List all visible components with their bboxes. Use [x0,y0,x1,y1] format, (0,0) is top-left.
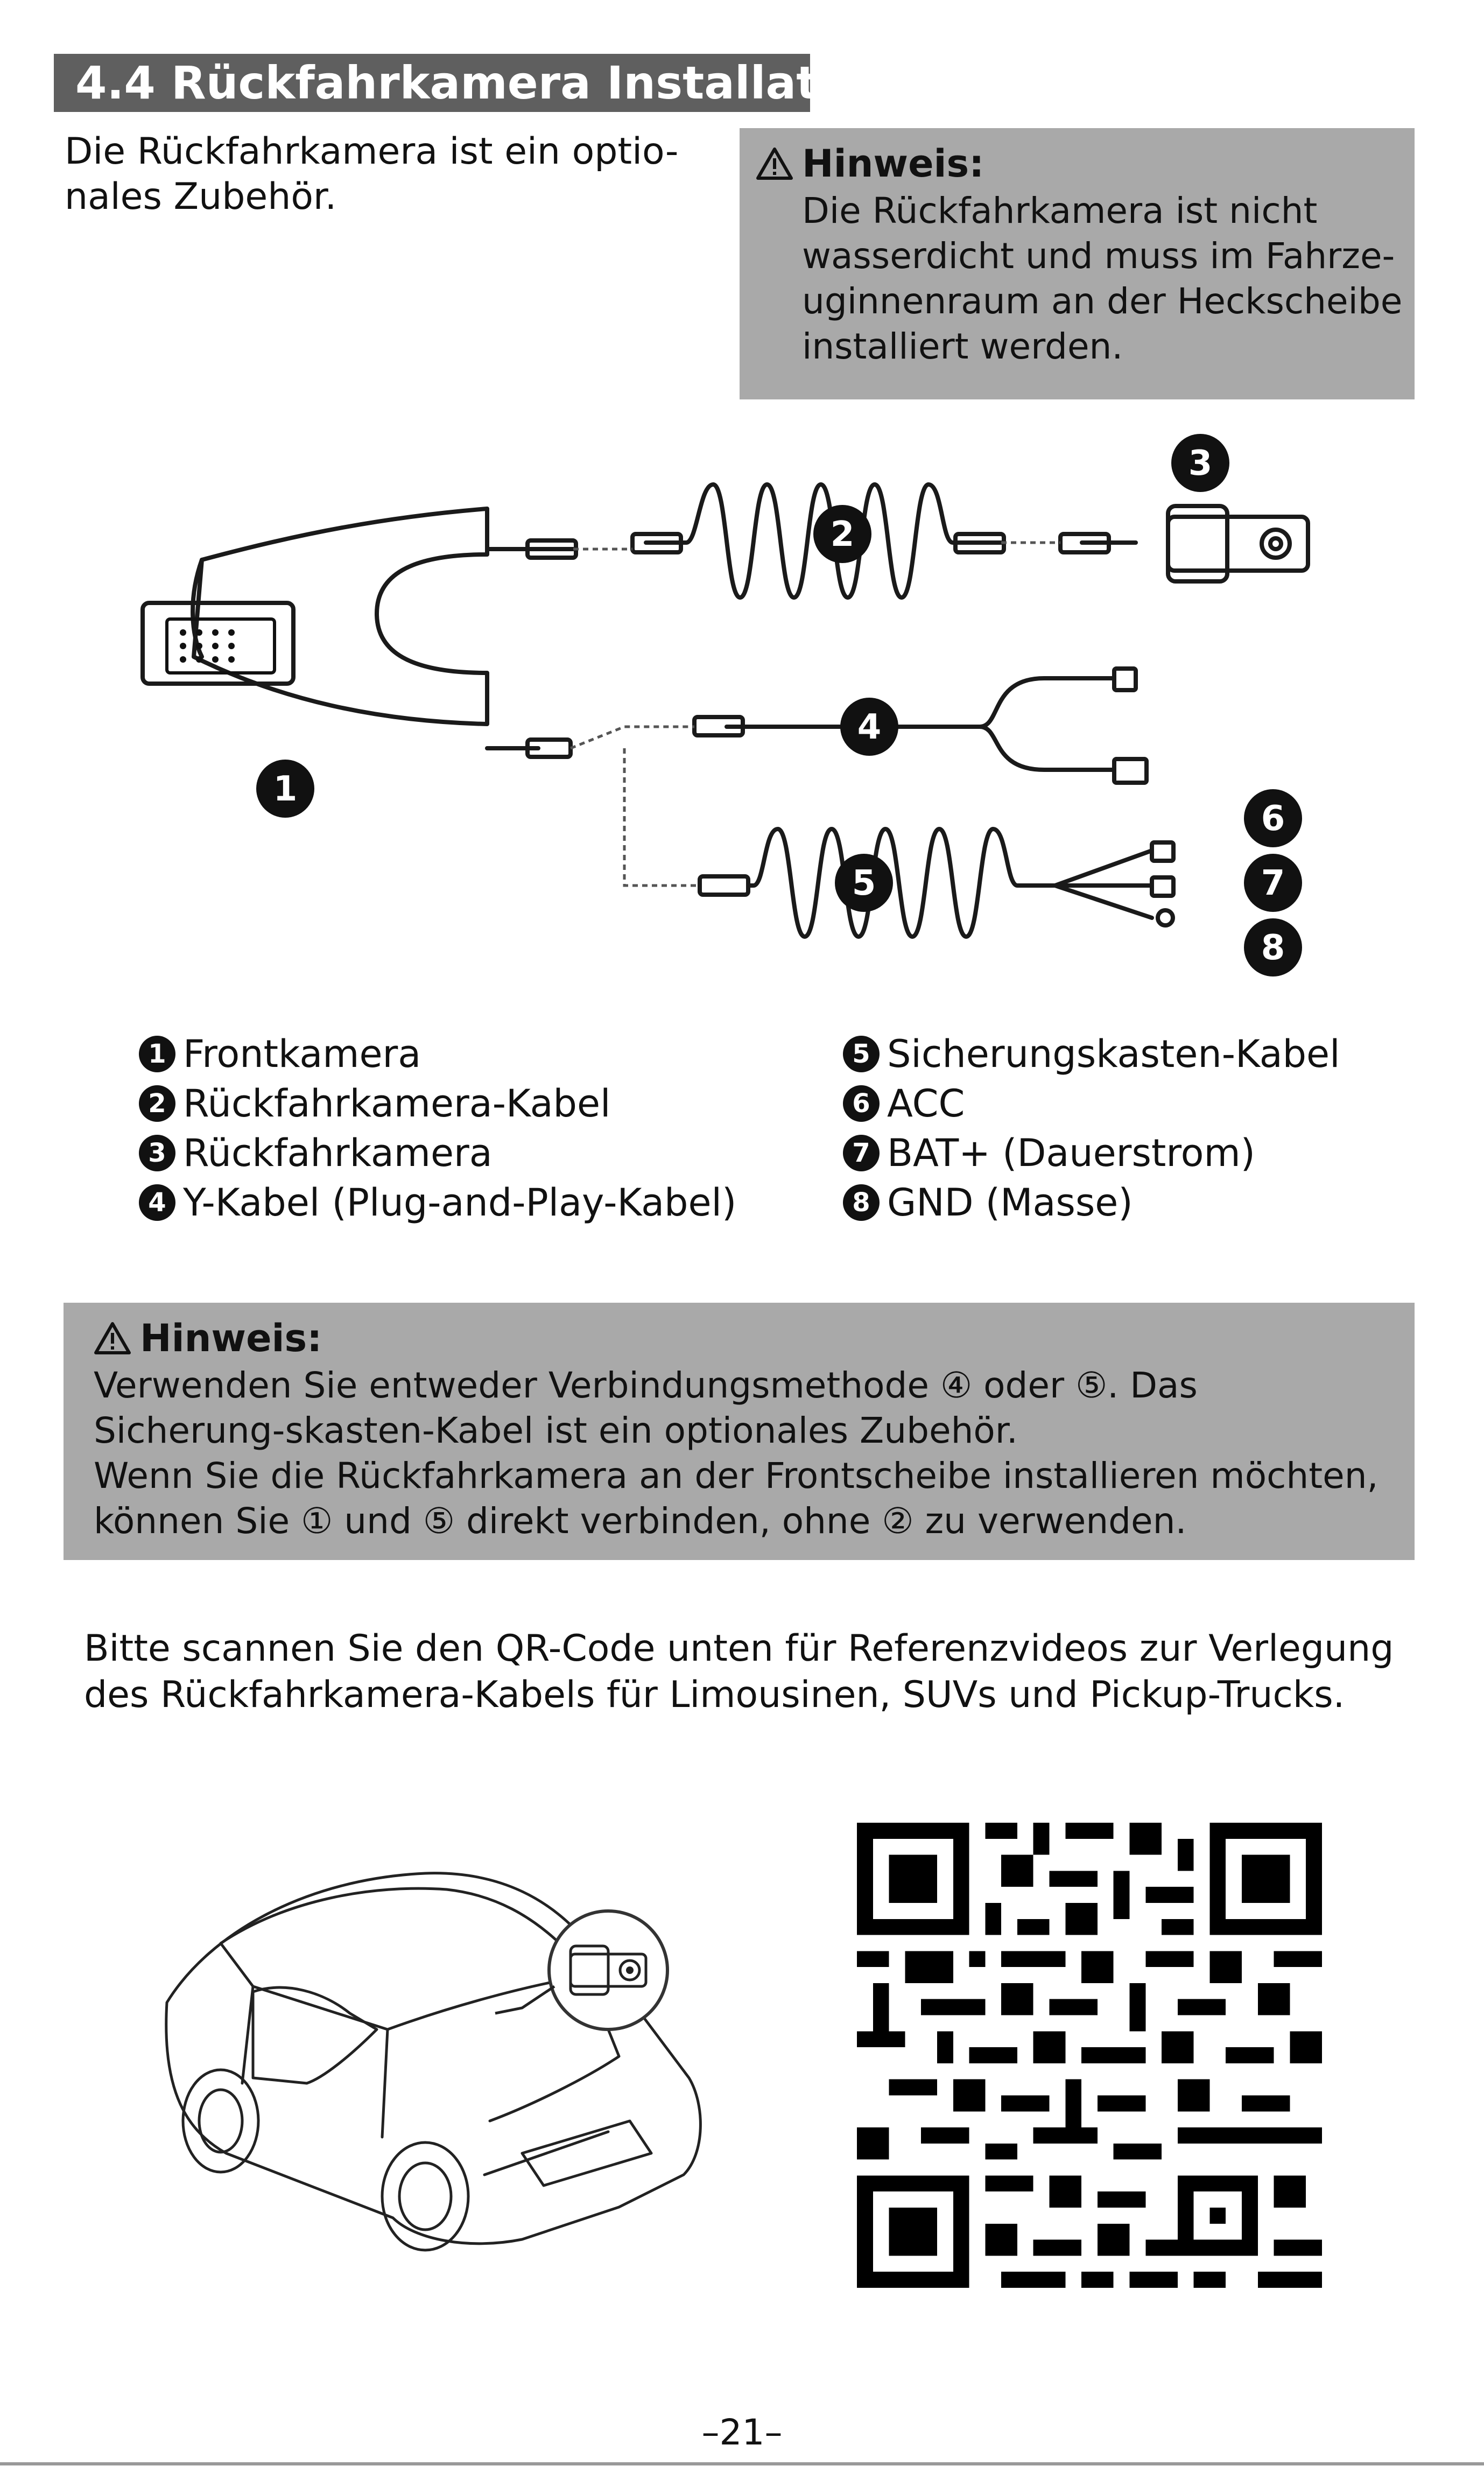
fuse-box-cable [746,827,1154,939]
marker-1: 1 [256,760,314,818]
note-heading-row: Hinweis: [94,1313,1393,1363]
marker-8: 8 [1244,918,1302,976]
warning-triangle-icon [756,147,793,180]
legend-badge: 4 [139,1184,175,1221]
intro-text: Die Rückfahrkamera ist ein optio-nales Z… [65,130,679,218]
rear-camera-cable [485,482,1138,600]
note-body-line-1: Verwenden Sie entweder Verbindungsmethod… [94,1365,1198,1451]
legend-label: Rückfahrkamera-Kabel [183,1081,611,1126]
warning-triangle-icon [94,1322,131,1354]
note-body-line-2: Wenn Sie die Rückfahrkamera an der Front… [94,1455,1378,1542]
note-heading-row: Hinweis: [756,139,1404,188]
marker-4: 4 [840,698,898,756]
car-illustration [165,1872,702,2252]
marker-5: 5 [835,854,893,912]
svg-text:7: 7 [1261,863,1285,903]
note-heading: Hinweis: [140,1316,322,1360]
legend-badge: 8 [843,1184,880,1221]
svg-text:5: 5 [852,863,876,903]
y-cable [485,676,1116,772]
svg-text:4: 4 [857,707,882,747]
marker-3: 3 [1171,434,1229,492]
legend-badge: 5 [843,1036,880,1072]
marker-2: 2 [813,505,871,563]
page-number: –21– [701,2412,783,2453]
legend-label: ACC [887,1081,965,1126]
front-camera-shape [192,507,489,726]
svg-text:8: 8 [1261,928,1285,968]
note-box-top: Hinweis: Die Rückfahrkamera ist nicht wa… [740,128,1415,399]
legend-label: Rückfahrkamera [183,1131,493,1175]
qr-instruction-text: Bitte scannen Sie den QR-Code unten für … [84,1627,1394,1716]
page-bottom-rule [0,2462,1484,2465]
svg-text:3: 3 [1188,444,1213,483]
legend-badge: 7 [843,1135,880,1171]
note-heading: Hinweis: [802,142,984,186]
marker-6: 6 [1244,789,1302,847]
legend-badge: 2 [139,1085,175,1122]
svg-text:1: 1 [273,769,298,809]
legend-label: BAT+ (Dauerstrom) [887,1131,1255,1175]
legend-label: GND (Masse) [887,1181,1133,1225]
marker-7: 7 [1244,854,1302,912]
wiring-diagram: 1 2 3 4 5 6 7 8 [140,434,1310,976]
svg-text:6: 6 [1261,799,1285,839]
legend-label: Y-Kabel (Plug-and-Play-Kabel) [183,1181,737,1225]
section-title: 4.4 Rückfahrkamera Installation [54,54,897,112]
front-camera-lens-block [140,601,296,686]
legend-label: Frontkamera [183,1032,421,1076]
legend-badge: 1 [139,1036,175,1072]
note-body: Die Rückfahrkamera ist nicht wasserdicht… [802,190,1403,367]
svg-text:2: 2 [831,515,855,554]
legend-label: Sicherungskasten-Kabel [887,1032,1340,1076]
legend-badge: 6 [843,1085,880,1122]
note-box-bottom: Hinweis: Verwenden Sie entweder Verbindu… [64,1303,1415,1560]
legend-badge: 3 [139,1135,175,1171]
rear-camera-callout [495,1909,669,2031]
qr-code [857,1823,1322,2288]
diagram-markers: 1 2 3 4 5 6 7 8 [256,434,1302,976]
